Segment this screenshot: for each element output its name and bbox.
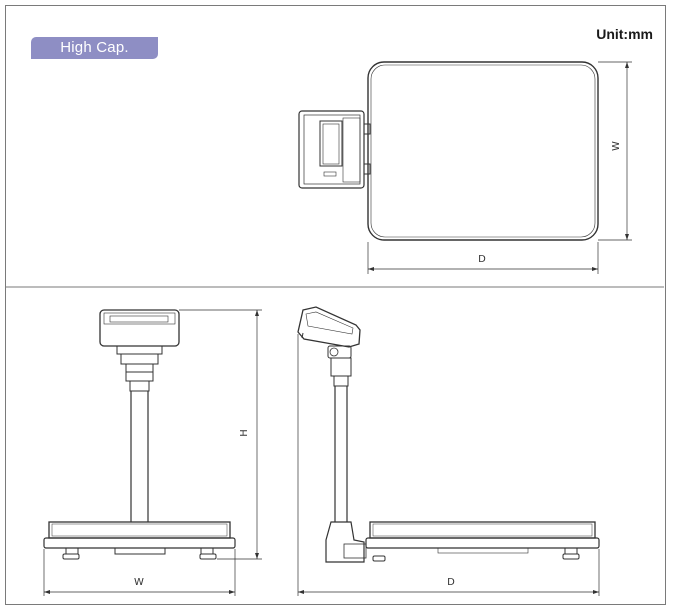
top-view: W D bbox=[298, 61, 632, 274]
top-view-platform-inner bbox=[370, 64, 596, 238]
front-view-height-label: H bbox=[239, 429, 250, 437]
side-view-display-head bbox=[297, 306, 361, 387]
top-view-depth-dimension bbox=[367, 242, 599, 274]
front-view-width-label: W bbox=[134, 577, 144, 588]
top-view-platform bbox=[367, 61, 599, 241]
capacity-badge: High Cap. bbox=[31, 37, 158, 59]
front-view-height-dimension bbox=[179, 309, 262, 560]
side-view-depth-dimension bbox=[297, 334, 600, 596]
unit-label: Unit:mm bbox=[596, 26, 653, 42]
side-view: D bbox=[297, 306, 600, 596]
side-view-pole-bracket bbox=[325, 521, 386, 563]
side-view-depth-label: D bbox=[447, 577, 455, 588]
front-view-base bbox=[43, 521, 236, 560]
front-view: H W bbox=[43, 309, 262, 596]
front-view-display-head bbox=[99, 309, 180, 382]
front-view-pole bbox=[129, 380, 150, 522]
top-view-depth-label: D bbox=[478, 254, 486, 265]
top-view-display bbox=[298, 110, 371, 189]
top-view-width-label: W bbox=[611, 141, 622, 151]
top-view-width-dimension bbox=[598, 61, 632, 241]
side-view-base bbox=[365, 521, 600, 560]
side-view-pole bbox=[334, 386, 348, 522]
front-view-width-dimension bbox=[43, 549, 236, 596]
